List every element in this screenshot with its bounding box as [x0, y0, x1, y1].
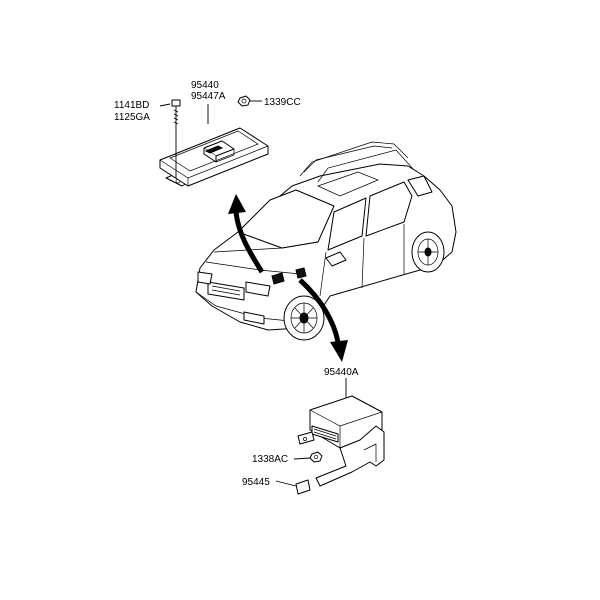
vehicle-illustration: [195, 141, 457, 341]
bolt-1141bd[interactable]: [171, 99, 181, 178]
leader-1338ac: [293, 457, 311, 460]
label-1141bd: 1141BD: [114, 100, 149, 111]
label-1339cc: 1339CC: [264, 97, 301, 108]
label-95440: 95440: [191, 80, 219, 91]
label-95447a: 95447A: [191, 91, 226, 102]
arrow-down-to-lower-module: [298, 278, 348, 362]
label-1338ac: 1338AC: [252, 454, 288, 465]
bracket-95445[interactable]: [295, 425, 385, 495]
leader-95445: [275, 480, 297, 487]
label-95440a: 95440A: [324, 367, 359, 378]
nut-1338ac[interactable]: [309, 451, 323, 463]
upper-control-module[interactable]: [159, 127, 269, 187]
label-95445: 95445: [242, 477, 270, 488]
leader-1141bd: [159, 103, 171, 107]
lower-control-module[interactable]: [297, 395, 383, 449]
nut-1339cc[interactable]: [237, 95, 251, 107]
label-1125ga: 1125GA: [114, 112, 150, 123]
arrow-up-to-upper-module: [228, 194, 265, 274]
